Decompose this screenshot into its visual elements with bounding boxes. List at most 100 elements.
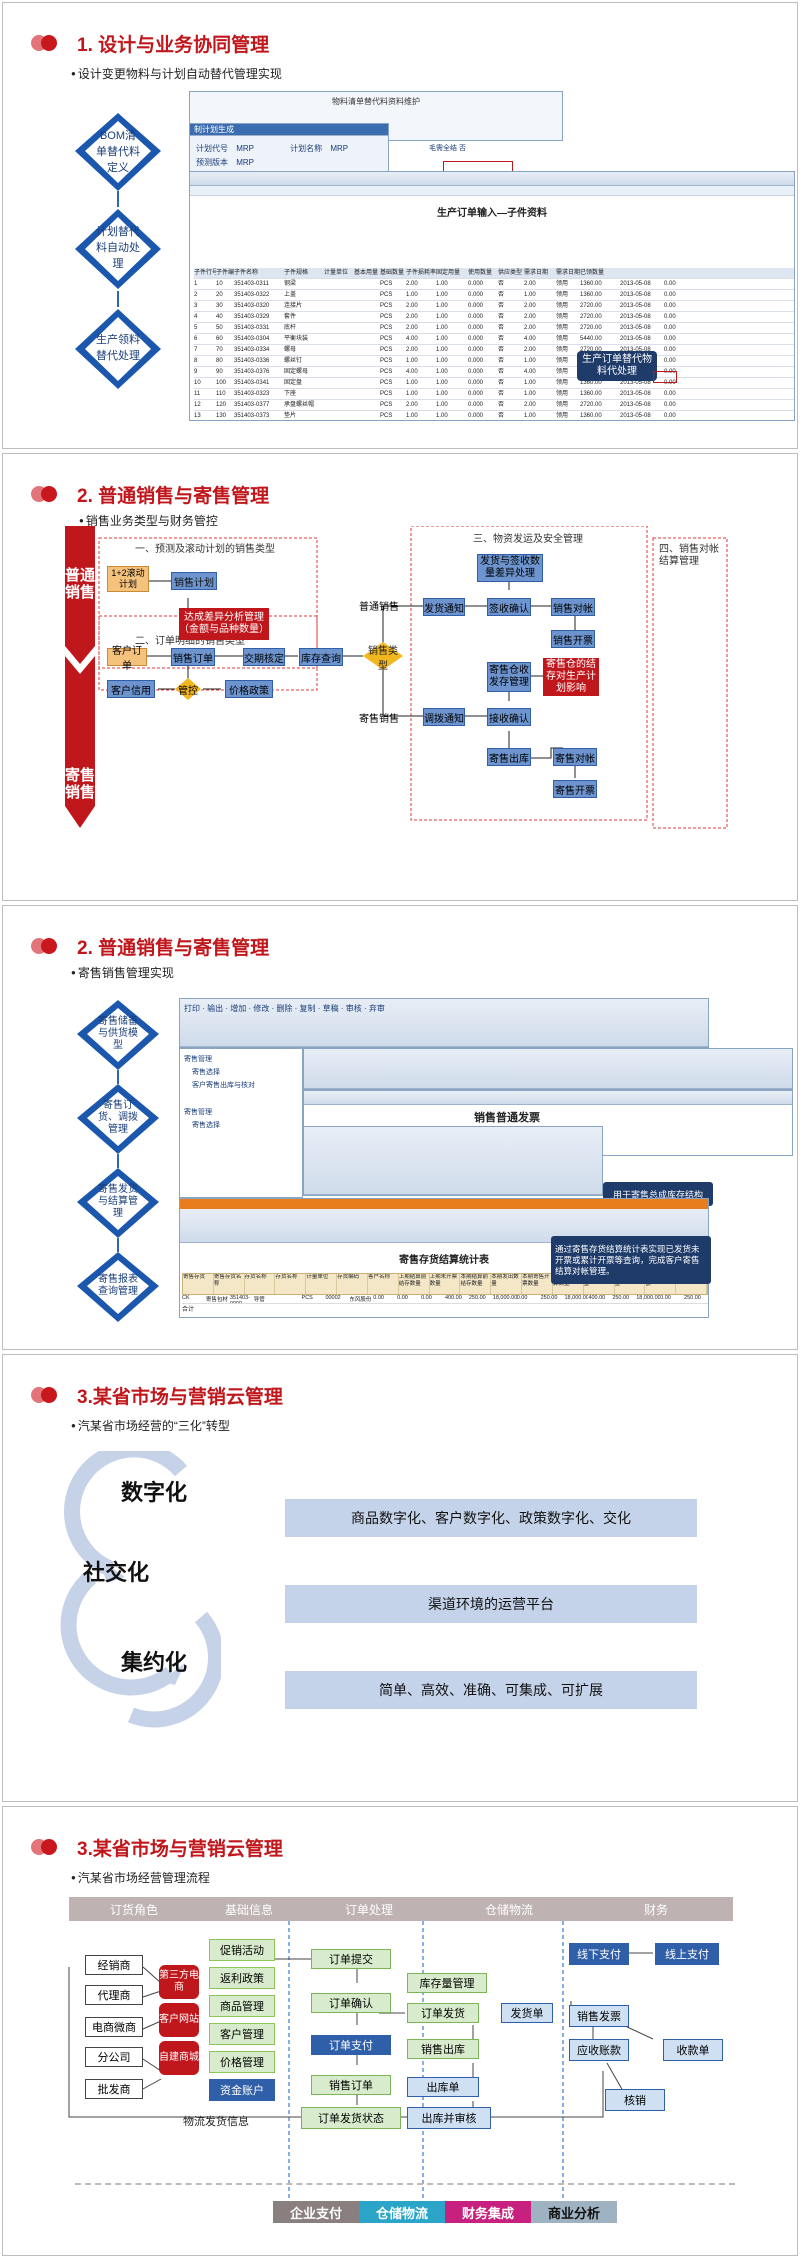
footer-analysis[interactable]: 商业分析 bbox=[531, 2201, 617, 2223]
online-pay[interactable]: 线上支付 bbox=[655, 1943, 719, 1965]
table-cell: 5 bbox=[194, 325, 198, 331]
receivables[interactable]: 应收账款 bbox=[569, 2039, 629, 2061]
table-cell: 2 bbox=[194, 292, 198, 298]
order-ship[interactable]: 订单发货 bbox=[407, 2003, 479, 2023]
role-ecommerce[interactable]: 电商微商 bbox=[85, 2017, 143, 2037]
footer-warehouse[interactable]: 仓储物流 bbox=[359, 2201, 445, 2223]
role-branch[interactable]: 分公司 bbox=[85, 2047, 143, 2067]
table-cell: 10 bbox=[194, 380, 201, 386]
node-cust-order[interactable]: 客户订单 bbox=[107, 646, 147, 672]
node-control[interactable]: 管控 bbox=[178, 685, 198, 697]
dlg-field-value[interactable]: MRP bbox=[330, 144, 349, 153]
node-reconcile[interactable]: 销售对帐 bbox=[551, 598, 595, 616]
tree-item[interactable]: 寄售选择 bbox=[192, 1122, 220, 1129]
dlg-field-value[interactable]: MRP bbox=[236, 158, 255, 167]
node-ship-diff[interactable]: 发货与签收数量差异处理 bbox=[477, 554, 543, 582]
stock-mgmt[interactable]: 库存量管理 bbox=[407, 1973, 487, 1993]
tree-item[interactable]: 寄售选择 bbox=[192, 1069, 220, 1076]
table-cell: 1.00 bbox=[406, 391, 418, 397]
delivery-note[interactable]: 发货单 bbox=[501, 2003, 553, 2023]
table-cell: 否 bbox=[498, 369, 505, 375]
channel-third-party[interactable]: 第三方电商 bbox=[159, 1965, 199, 1999]
order-ship-status[interactable]: 订单发货状态 bbox=[301, 2107, 401, 2129]
table-cell: 1.00 bbox=[524, 358, 536, 364]
tree-item[interactable]: 寄售管理 bbox=[184, 1109, 212, 1116]
node-ship-notice[interactable]: 发货通知 bbox=[423, 598, 465, 616]
node-cust-credit[interactable]: 客户信用 bbox=[107, 680, 155, 698]
receipt[interactable]: 收款单 bbox=[663, 2039, 723, 2061]
node-invoice[interactable]: 销售开票 bbox=[551, 630, 595, 648]
order-submit[interactable]: 订单提交 bbox=[311, 1949, 391, 1969]
dlg-field-value[interactable]: MRP bbox=[236, 144, 254, 153]
table-cell: 上期结算前结存数量 bbox=[399, 1274, 430, 1294]
offline-pay[interactable]: 线下支付 bbox=[569, 1943, 629, 1965]
table-cell: 351403-0334 bbox=[234, 347, 270, 353]
sales-outbound[interactable]: 销售出库 bbox=[407, 2039, 479, 2059]
node-plan12[interactable]: 1+2滚动计划 bbox=[107, 566, 149, 592]
base-info-item[interactable]: 价格管理 bbox=[209, 2051, 275, 2073]
cycle-arrows bbox=[60, 1451, 221, 1728]
write-off[interactable]: 核销 bbox=[605, 2089, 665, 2111]
role-agent[interactable]: 代理商 bbox=[85, 1985, 143, 2005]
table-cell: 0.000 bbox=[468, 303, 484, 309]
footer-enterprise-pay[interactable]: 企业支付 bbox=[273, 2201, 359, 2223]
channel-website[interactable]: 客户网站 bbox=[159, 2003, 199, 2037]
node-consign-red[interactable]: 寄售仓的结存对生产计划影响 bbox=[543, 658, 599, 696]
outbound-note[interactable]: 出库单 bbox=[407, 2077, 479, 2097]
node-sales-order[interactable]: 销售订单 bbox=[171, 648, 215, 666]
base-info-item[interactable]: 促销活动 bbox=[209, 1939, 275, 1961]
table-cell: 0.00 bbox=[664, 314, 676, 320]
table-cell: 18,000.00 bbox=[492, 1295, 517, 1301]
table-cell: 10 bbox=[216, 281, 223, 287]
node-stock-query[interactable]: 库存查询 bbox=[299, 648, 343, 666]
slide-subtitle: 寄售销售管理实现 bbox=[71, 964, 174, 981]
sales-order[interactable]: 销售订单 bbox=[311, 2075, 391, 2095]
tree-item[interactable]: 寄售管理 bbox=[184, 1056, 212, 1063]
footer-finance[interactable]: 财务集成 bbox=[445, 2201, 531, 2223]
channel-self-mall[interactable]: 自建商城 bbox=[159, 2041, 199, 2075]
diamond-1 bbox=[75, 113, 161, 191]
table-row[interactable]: CK寄售包材351403-0000导管PCS00002东风股份0.000.000… bbox=[182, 1295, 708, 1304]
node-trade-check[interactable]: 交期核定 bbox=[243, 648, 285, 666]
table-cell: 30 bbox=[216, 303, 223, 309]
base-info-item[interactable]: 返利政策 bbox=[209, 1967, 275, 1989]
role-dealer[interactable]: 经销商 bbox=[85, 1955, 143, 1975]
base-info-item[interactable]: 商品管理 bbox=[209, 1995, 275, 2017]
node-sign-confirm[interactable]: 签收确认 bbox=[487, 598, 531, 616]
order-confirm[interactable]: 订单确认 bbox=[311, 1993, 391, 2013]
node-kpi[interactable]: 达成差异分析管理（金额与品种数量） bbox=[179, 608, 269, 640]
node-receive-confirm[interactable]: 接收确认 bbox=[487, 708, 531, 726]
outbound-audit[interactable]: 出库并审核 bbox=[407, 2107, 491, 2129]
sales-flow-diagram bbox=[65, 526, 728, 829]
base-info-item[interactable]: 资金账户 bbox=[209, 2079, 275, 2101]
node-price-policy[interactable]: 价格政策 bbox=[225, 680, 273, 698]
node-consign-out[interactable]: 寄售出库 bbox=[487, 748, 531, 766]
base-info-item[interactable]: 客户管理 bbox=[209, 2023, 275, 2045]
order-pay[interactable]: 订单支付 bbox=[311, 2035, 391, 2055]
role-wholesaler[interactable]: 批发商 bbox=[85, 2079, 143, 2099]
node-consign-reconcile[interactable]: 寄售对帐 bbox=[553, 748, 597, 766]
table-cell bbox=[278, 1295, 302, 1303]
sales-invoice[interactable]: 销售发票 bbox=[569, 2005, 629, 2027]
node-consign-stock[interactable]: 寄售仓收发存管理 bbox=[487, 662, 531, 692]
toolbar[interactable] bbox=[190, 172, 794, 186]
table-total-row: 合计 bbox=[182, 1307, 195, 1313]
node-sales-type[interactable]: 销售类型 bbox=[368, 646, 398, 672]
node-transfer-notice[interactable]: 调拨通知 bbox=[423, 708, 465, 726]
tree-item[interactable]: 客户寄售出库与核对 bbox=[192, 1082, 255, 1089]
node-consign-invoice[interactable]: 寄售开票 bbox=[553, 780, 597, 798]
node-sales-plan[interactable]: 销售计划 bbox=[171, 572, 217, 590]
